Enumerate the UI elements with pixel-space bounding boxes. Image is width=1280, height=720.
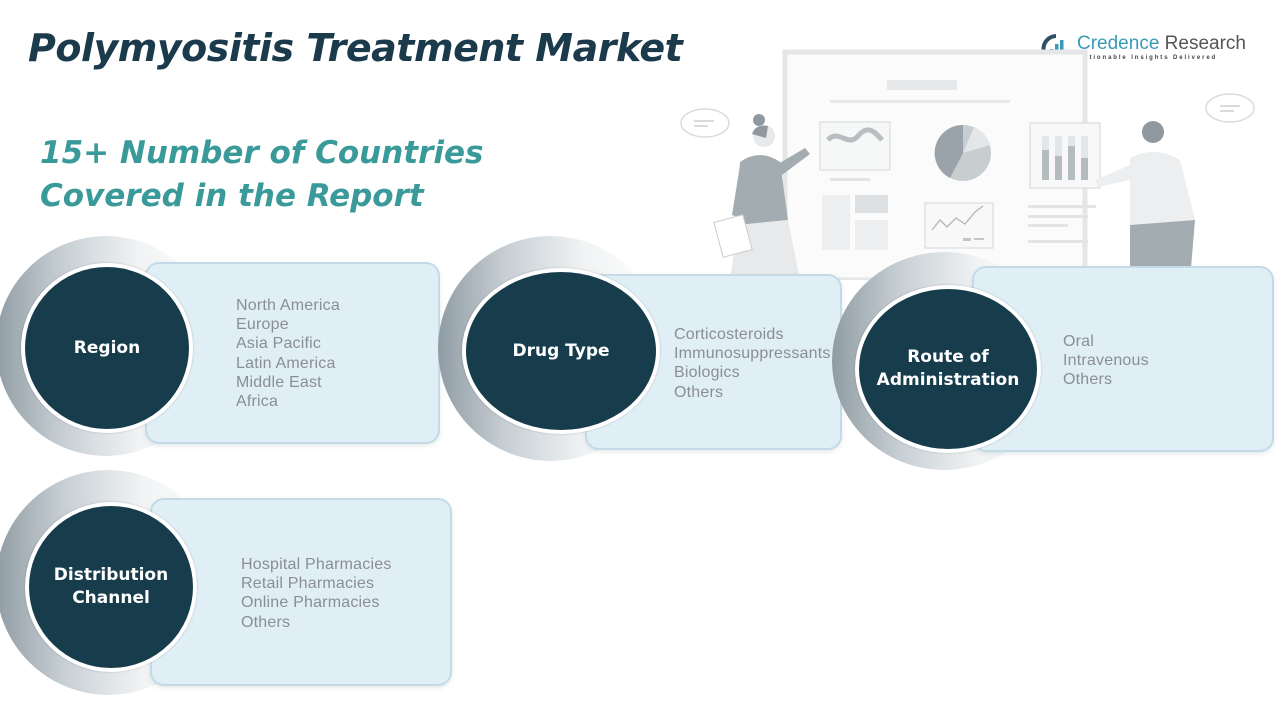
list-item: Hospital Pharmacies xyxy=(241,556,392,573)
region-items: North America Europe Asia Pacific Latin … xyxy=(236,296,340,411)
presentation-illustration xyxy=(680,49,1255,280)
logo-tagline: Actionable Insights Delivered xyxy=(1078,55,1218,61)
list-item: Latin America xyxy=(236,354,336,372)
drug-type-items: Corticosteroids Immunosuppressants Biolo… xyxy=(674,325,831,402)
list-item: Asia Pacific xyxy=(236,335,322,353)
list-item: Others xyxy=(1063,371,1113,389)
list-item: Others xyxy=(674,383,724,401)
list-item: Biologics xyxy=(674,364,740,382)
logo-wordmark: Credence Research xyxy=(1077,33,1246,54)
drug-type-label-circle: Drug Type xyxy=(462,268,660,434)
subtitle-line-1: 15+ Number of Countries xyxy=(40,135,484,171)
list-item: Africa xyxy=(236,393,279,411)
subtitle-line-2: Covered in the Report xyxy=(40,178,424,214)
list-item: Middle East xyxy=(236,373,322,391)
distribution-items: Hospital Pharmacies Retail Pharmacies On… xyxy=(241,555,392,632)
list-item: Oral xyxy=(1063,333,1095,350)
list-item: Retail Pharmacies xyxy=(241,575,375,593)
region-label-circle: Region xyxy=(21,263,193,433)
list-item: Online Pharmacies xyxy=(241,594,380,612)
list-item: Others xyxy=(241,613,291,631)
segment-label: Region xyxy=(73,337,141,358)
route-items: Oral Intravenous Others xyxy=(1063,332,1149,390)
list-item: North America xyxy=(236,297,340,314)
region-card xyxy=(145,262,440,444)
segment-label: Drug Type xyxy=(512,340,610,361)
list-item: Intravenous xyxy=(1063,352,1149,370)
list-item: Corticosteroids xyxy=(674,326,784,343)
list-item: Europe xyxy=(236,316,289,334)
distribution-card xyxy=(150,498,452,686)
page-title: Polymyositis Treatment Market xyxy=(28,26,683,70)
countries-covered-heading: 15+ Number of Countries Covered in the R… xyxy=(40,132,484,218)
credence-research-logo: Credence Research Actionable Insights De… xyxy=(1040,31,1255,67)
list-item: Immunosuppressants xyxy=(674,345,831,363)
